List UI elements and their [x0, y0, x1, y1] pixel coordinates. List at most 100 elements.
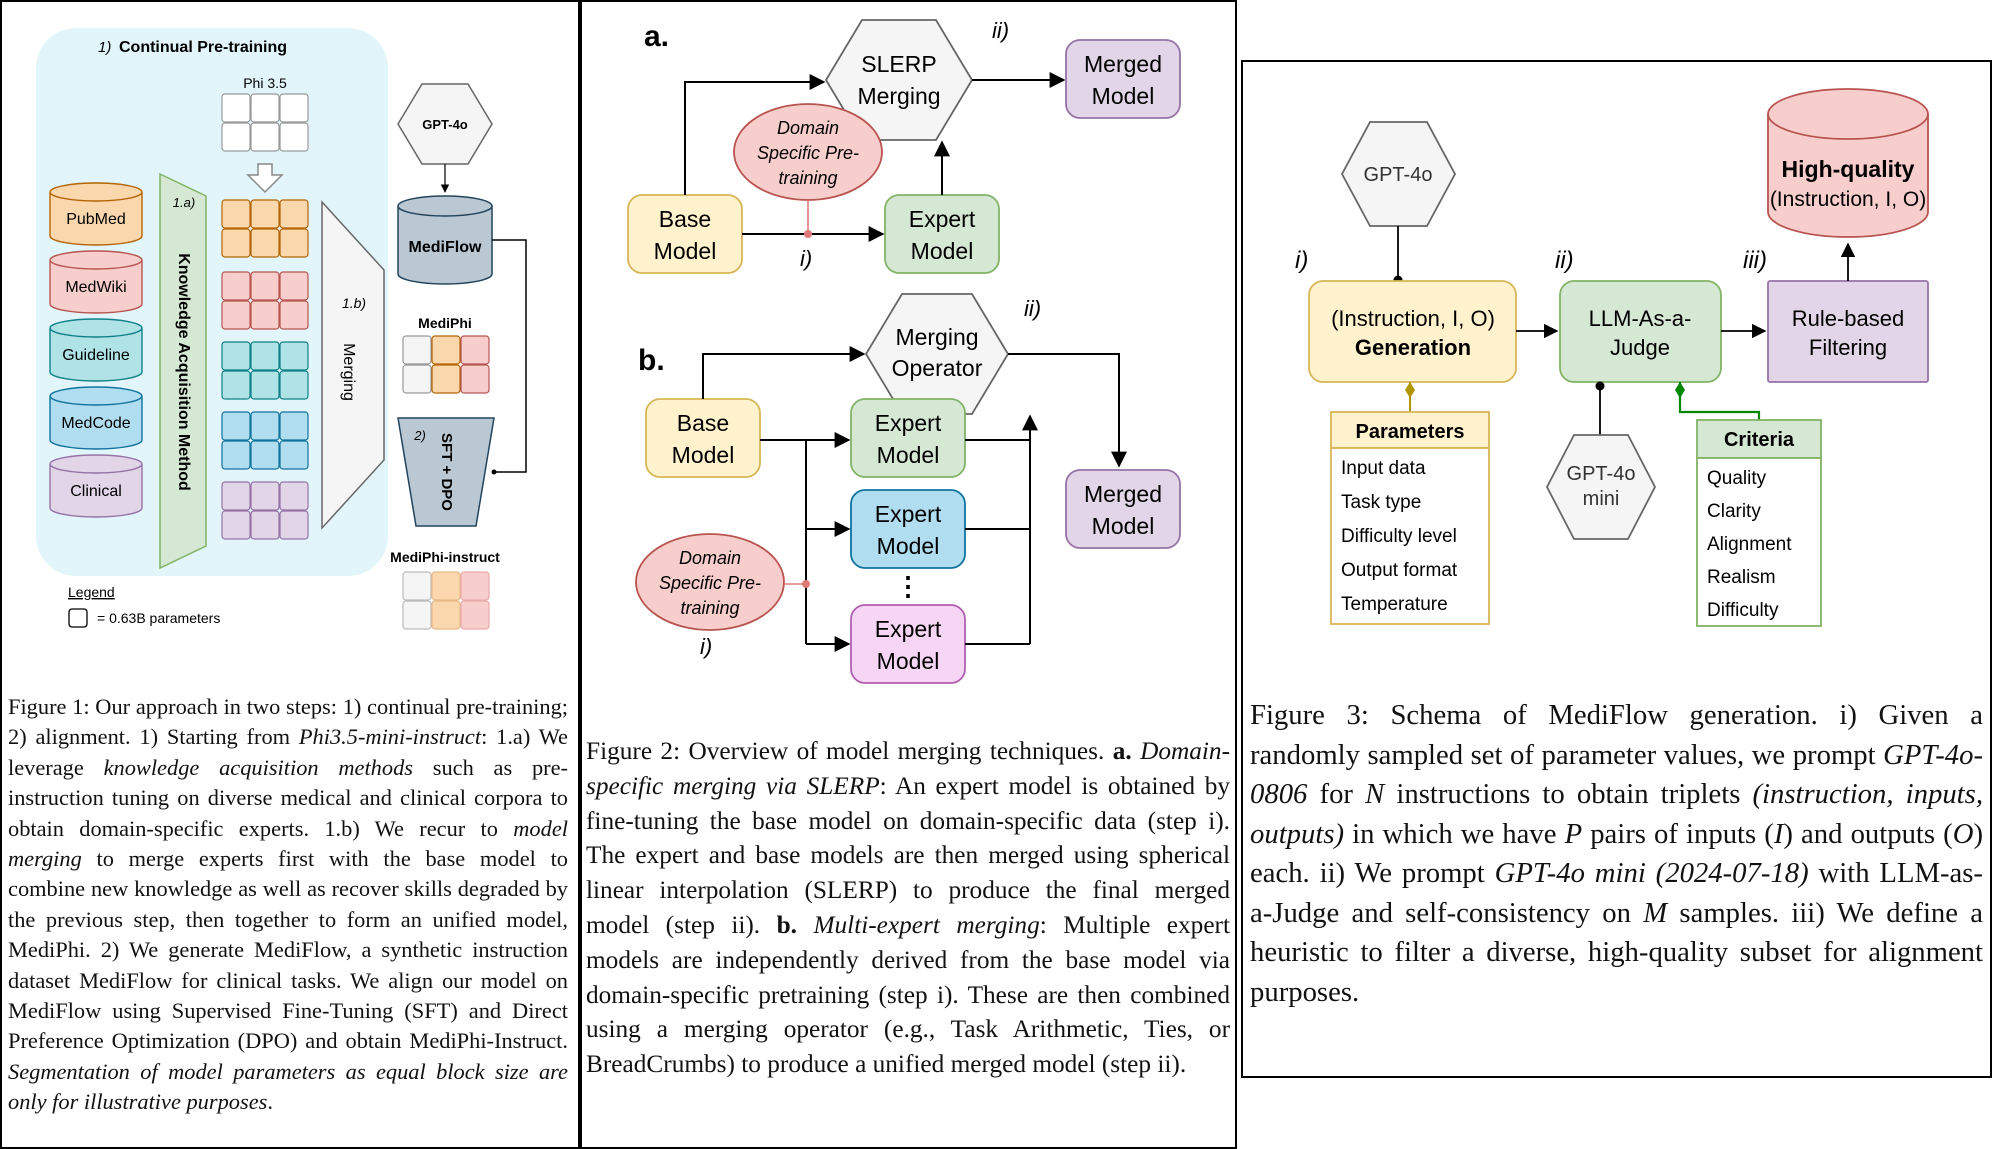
parameter-block — [279, 440, 309, 470]
figure-1-panel: 1) Continual Pre-training Phi 3.5 PubMed… — [0, 0, 580, 1149]
part-b-label: b. — [638, 344, 665, 377]
stage1-title: Continual Pre-training — [119, 39, 287, 56]
hq-line2: (Instruction, I, O) — [1770, 188, 1926, 211]
parameter-item: Output format — [1341, 560, 1458, 581]
filter-line1: Rule-based — [1792, 306, 1905, 331]
legend-swatch — [68, 608, 88, 628]
slerp-line2: Merging — [857, 83, 940, 109]
expert-model-b1 — [850, 398, 966, 478]
operator-line1: Merging — [895, 324, 978, 350]
sft-label: SFT + DPO — [438, 433, 455, 511]
operator-to-merged-arrow — [1008, 353, 1127, 468]
parameter-block — [431, 335, 461, 365]
parameter-block — [460, 571, 490, 601]
mediflow-cylinder — [397, 195, 493, 285]
merged-b-line1: Merged — [1084, 481, 1162, 507]
parameter-block — [279, 199, 309, 229]
parameter-block — [250, 440, 280, 470]
generation-box — [1308, 280, 1517, 383]
mediphi-instruct-label: MediPhi-instruct — [390, 549, 500, 565]
mark-ii: ii) — [1555, 247, 1574, 274]
expert-b3-line2: Model — [877, 648, 940, 674]
domain-b-line3: training — [680, 598, 739, 618]
figure-2-caption: Figure 2: Overview of model merging tech… — [586, 737, 1231, 1079]
parameter-block — [221, 271, 251, 301]
domain-a-line2: Specific Pre- — [757, 143, 859, 163]
parameter-block — [250, 228, 280, 258]
expert-a-line2: Model — [911, 238, 974, 264]
parameter-block — [279, 481, 309, 511]
merge-number: 1.b) — [342, 295, 366, 311]
domain-a-line3: training — [778, 168, 837, 188]
criteria-item: Difficulty — [1707, 600, 1779, 621]
parameter-block — [250, 481, 280, 511]
corpus-label: PubMed — [66, 211, 126, 228]
parameter-block — [250, 93, 280, 123]
parameter-block — [402, 364, 432, 394]
phi-label: Phi 3.5 — [243, 75, 287, 91]
figure-2-panel: a. SLERP Merging ii) Merged Model Base M… — [580, 0, 1237, 1149]
gpt-mini-line2: mini — [1583, 488, 1620, 510]
expert-b2-line1: Expert — [875, 501, 942, 527]
part-a-label: a. — [644, 20, 669, 53]
merged-model-a — [1065, 39, 1181, 119]
corpus-pubmed: PubMed — [49, 182, 143, 246]
expert-parameter-grids — [221, 199, 309, 540]
legend-title: Legend — [68, 584, 115, 600]
ellipsis-dots: ⋮ — [895, 571, 921, 601]
generation-line2: Generation — [1355, 335, 1471, 360]
mediphi-parameter-grid — [402, 335, 490, 394]
parameter-block — [279, 510, 309, 540]
parameter-block — [250, 341, 280, 371]
mediflow-label: MediFlow — [409, 239, 482, 256]
gpt4o-hexagon — [1340, 121, 1457, 227]
gpt-mini-line1: GPT-4o — [1567, 463, 1636, 485]
merged-a-line2: Model — [1092, 83, 1155, 109]
parameter-block — [221, 481, 251, 511]
base-a-line2: Model — [654, 238, 717, 264]
parameter-block — [460, 600, 490, 630]
parameter-block — [250, 199, 280, 229]
parameter-block — [221, 440, 251, 470]
parameter-block — [221, 300, 251, 330]
figure-1-caption: Figure 1: Our approach in two steps: 1) … — [8, 694, 568, 1115]
judge-line1: LLM-As-a- — [1589, 306, 1692, 331]
mark-ii-a: ii) — [992, 18, 1009, 43]
parameter-block — [221, 199, 251, 229]
domain-b-line1: Domain — [679, 548, 741, 568]
corpus-medwiki: MedWiki — [49, 250, 143, 314]
figure-3-diagram: GPT-4o i) (Instruction, I, O) Generation… — [1295, 88, 1929, 627]
mark-i-b: i) — [700, 634, 712, 659]
parameter-block — [221, 341, 251, 371]
sft-dpo-shape — [397, 417, 495, 527]
figure-2-diagram: a. SLERP Merging ii) Merged Model Base M… — [627, 18, 1181, 684]
parameter-block — [279, 93, 309, 123]
parameter-block — [250, 370, 280, 400]
base-b-line2: Model — [672, 442, 735, 468]
base-b-line1: Base — [677, 410, 729, 436]
corpus-label: MedWiki — [65, 279, 126, 296]
gpt4o-hexagon — [397, 83, 493, 165]
parameter-block — [221, 122, 251, 152]
high-quality-cylinder — [1767, 88, 1929, 238]
hq-line1: High-quality — [1782, 156, 1915, 182]
domain-a-line1: Domain — [777, 118, 839, 138]
domain-b-line2: Specific Pre- — [659, 573, 761, 593]
parameter-block — [250, 271, 280, 301]
parameter-block — [279, 341, 309, 371]
parameter-block — [431, 364, 461, 394]
merging-shape — [321, 200, 385, 530]
judge-box — [1559, 280, 1722, 383]
expert-b2-line2: Model — [877, 533, 940, 559]
step-i-dot-a — [804, 230, 812, 238]
parameter-block — [250, 510, 280, 540]
slerp-line1: SLERP — [861, 51, 936, 77]
gpt4o-label: GPT-4o — [1364, 164, 1433, 186]
corpus-label: MedCode — [61, 415, 130, 432]
filter-line2: Filtering — [1809, 335, 1887, 360]
parameter-item: Task type — [1341, 492, 1421, 513]
merging-operator-hexagon — [864, 293, 1010, 415]
